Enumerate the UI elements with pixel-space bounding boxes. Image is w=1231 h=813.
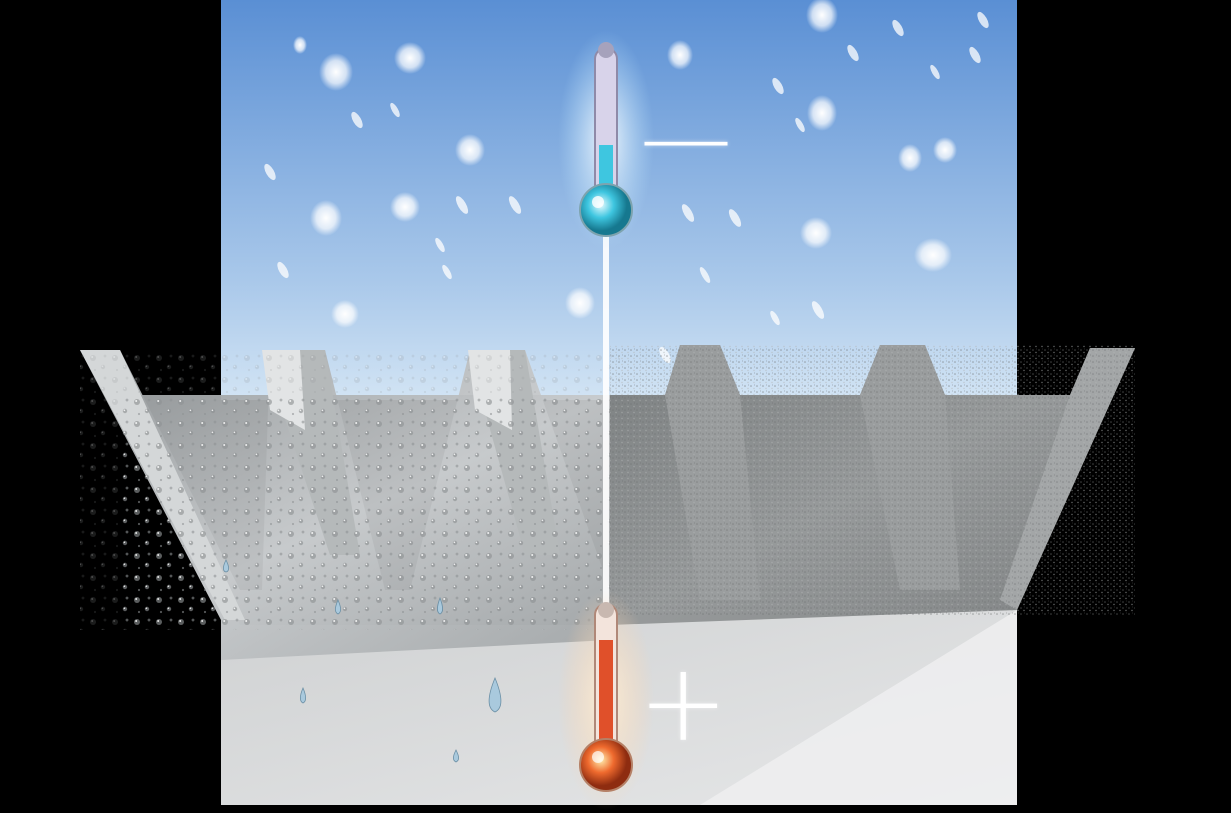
cold-minus-sign: —	[640, 84, 732, 191]
coated-panel	[610, 345, 1135, 625]
warm-plus-sign: +	[638, 641, 729, 766]
thermometer-warm-icon	[558, 590, 654, 810]
water-drop-icon	[222, 559, 502, 763]
thermometer-cold-icon	[558, 30, 654, 250]
divider-line	[603, 230, 609, 650]
condensation-panel	[80, 350, 620, 660]
snowflake-icon	[264, 0, 989, 364]
interior-shadow	[700, 610, 1017, 805]
